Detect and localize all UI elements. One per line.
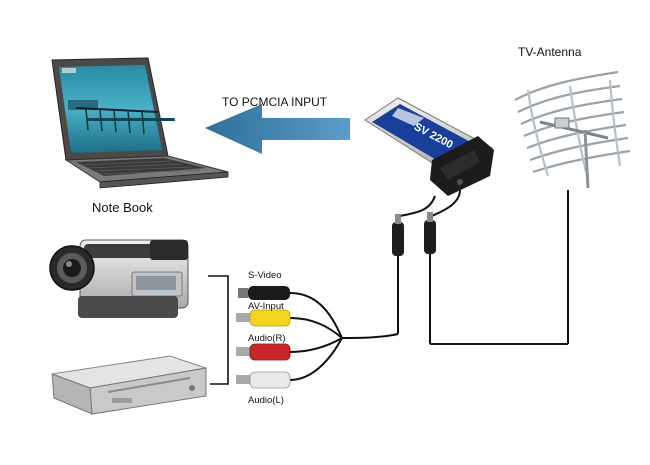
tv-antenna-icon — [514, 70, 631, 189]
audio-r-label: Audio(R) — [248, 333, 286, 344]
notebook-label: Note Book — [92, 200, 153, 215]
antenna-label: TV-Antenna — [518, 45, 582, 59]
laptop-icon — [51, 57, 229, 189]
device-bracket — [208, 275, 229, 385]
svideo-plug-icon — [392, 214, 404, 256]
svideo-label: S-Video — [248, 270, 282, 281]
camcorder-icon — [49, 239, 189, 318]
antenna-plug-icon — [424, 212, 436, 254]
cable-lines — [289, 189, 569, 381]
audio-r-connector-icon — [236, 343, 291, 361]
pcmcia-label: TO PCMCIA INPUT — [222, 95, 328, 109]
audio-l-label: Audio(L) — [248, 395, 284, 406]
svideo-connector-icon — [238, 286, 290, 300]
audio-l-connector-icon — [236, 371, 291, 389]
av-input-label: AV-Input — [248, 301, 284, 312]
dvd-player-icon — [51, 355, 207, 415]
pcmcia-card-icon: SV 2200 — [364, 97, 494, 196]
av-input-connector-icon — [236, 309, 291, 327]
direction-arrow-icon — [205, 104, 350, 154]
